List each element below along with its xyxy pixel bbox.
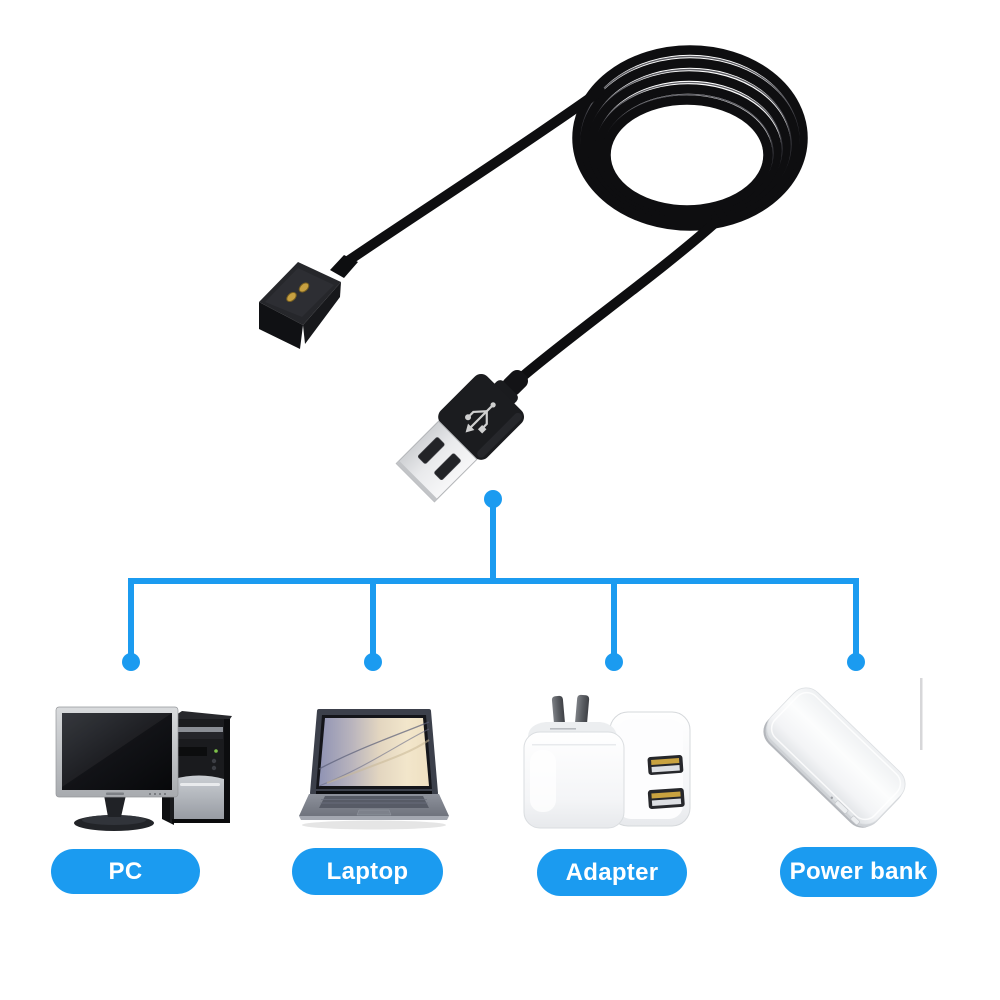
photo-artifact-line (920, 678, 923, 750)
cable-coil (572, 45, 808, 231)
magnetic-charger-head (259, 255, 358, 349)
power-bank-image (763, 678, 923, 828)
connector-dot-adapter (605, 653, 623, 671)
usb-a-plug (395, 370, 528, 503)
laptop-image (299, 709, 449, 830)
laptop-lid (310, 709, 438, 795)
adapter-front-prongs (523, 694, 625, 829)
pill-text-adapter: Adapter (565, 858, 659, 886)
pill-text-power-bank: Power bank (789, 858, 928, 885)
cable-segment-upper (340, 86, 605, 268)
connector-dot-laptop (364, 653, 382, 671)
power-bank-ports (830, 796, 860, 825)
pogo-pins (286, 282, 310, 303)
desktop-pc-image (55, 706, 232, 831)
charging-cable-photo (259, 45, 808, 503)
power-bank-body (763, 687, 906, 828)
connector-dot-pc (122, 653, 140, 671)
cable-segment-lower (517, 217, 721, 382)
label-pill-pc: PC (51, 849, 200, 894)
pc-monitor (55, 706, 179, 831)
pill-text-pc: PC (108, 857, 143, 885)
wall-adapter-image (523, 694, 691, 829)
connector-dot-powerbank (847, 653, 865, 671)
compatibility-connector-diagram (122, 490, 865, 671)
adapter-rear-usb-ports (609, 711, 691, 827)
laptop-base (299, 791, 449, 820)
label-pill-power-bank: Power bank (780, 847, 937, 897)
pc-tower (162, 711, 232, 825)
wall-prongs (551, 694, 590, 729)
connector-bar (128, 578, 859, 657)
label-pill-adapter: Adapter (537, 849, 687, 896)
pill-text-laptop: Laptop (326, 857, 409, 885)
label-pill-laptop: Laptop (292, 848, 443, 895)
